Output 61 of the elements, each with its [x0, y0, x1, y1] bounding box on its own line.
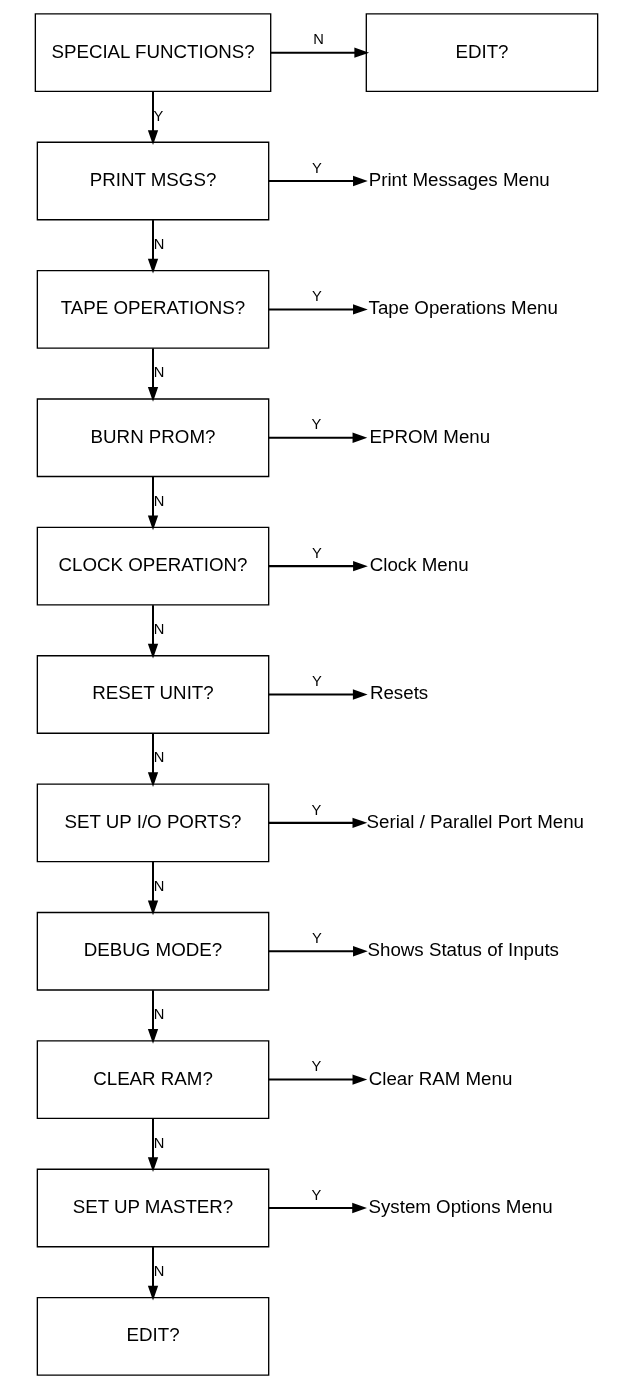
node-box: SPECIAL FUNCTIONS? [34, 13, 272, 93]
edge-label: N [153, 364, 165, 381]
arrow [147, 1118, 159, 1172]
edge-label: N [153, 621, 165, 638]
arrow [268, 817, 368, 829]
arrow [268, 175, 368, 187]
edge-label: Y [311, 801, 322, 818]
arrow [268, 689, 368, 700]
edge-label: N [153, 877, 165, 894]
arrow [147, 605, 159, 659]
edge-label: N [153, 492, 165, 509]
node-text: Clock Menu [369, 554, 469, 576]
edge-label: N [153, 1006, 165, 1023]
arrow [147, 91, 159, 146]
node-text: Tape Operations Menu [368, 297, 558, 319]
edge-label: Y [311, 159, 322, 176]
arrow [147, 733, 159, 787]
node-box: BURN PROM? [36, 398, 270, 478]
node-box: EDIT? [365, 13, 599, 93]
edge-label: Y [311, 544, 322, 561]
edge-label: N [153, 235, 165, 252]
node-text: Shows Status of Inputs [367, 939, 559, 961]
node-text: Print Messages Menu [368, 168, 550, 190]
node-text: EPROM Menu [369, 425, 491, 447]
node-box: DEBUG MODE? [36, 911, 270, 991]
edge-label: Y [311, 929, 322, 946]
edge-label: Y [311, 1058, 322, 1075]
node-box: PRINT MSGS? [36, 141, 270, 221]
node-box: EDIT? [36, 1296, 270, 1376]
arrow [269, 304, 368, 315]
arrow [268, 1202, 367, 1214]
node-box: SET UP I/O PORTS? [36, 783, 270, 863]
edge-label: Y [153, 107, 164, 124]
edge-label: Y [311, 673, 322, 690]
arrow [147, 1247, 159, 1301]
arrow [268, 432, 368, 443]
edge-label: N [153, 749, 165, 766]
node-text: Serial / Parallel Port Menu [366, 810, 585, 832]
node-text: Clear RAM Menu [368, 1067, 513, 1089]
edge-label: N [313, 31, 324, 48]
arrow [147, 220, 159, 274]
arrow [147, 476, 159, 531]
node-text: Resets [369, 682, 429, 704]
node-text: System Options Menu [368, 1195, 553, 1217]
arrow [269, 946, 368, 957]
arrow [270, 47, 370, 58]
node-box: SET UP MASTER? [36, 1168, 270, 1248]
edge-label: N [153, 1262, 165, 1279]
arrow [147, 990, 159, 1044]
node-box: CLOCK OPERATION? [36, 526, 270, 606]
arrow [268, 1074, 368, 1085]
arrow [269, 560, 368, 572]
node-box: TAPE OPERATIONS? [36, 269, 270, 349]
arrow [147, 348, 159, 402]
edge-label: Y [311, 288, 322, 305]
node-box: RESET UNIT? [36, 655, 270, 734]
node-box: CLEAR RAM? [36, 1040, 270, 1120]
edge-label: N [153, 1134, 165, 1151]
edge-label: Y [311, 1186, 322, 1203]
edge-label: Y [311, 416, 322, 433]
arrow [147, 861, 159, 916]
